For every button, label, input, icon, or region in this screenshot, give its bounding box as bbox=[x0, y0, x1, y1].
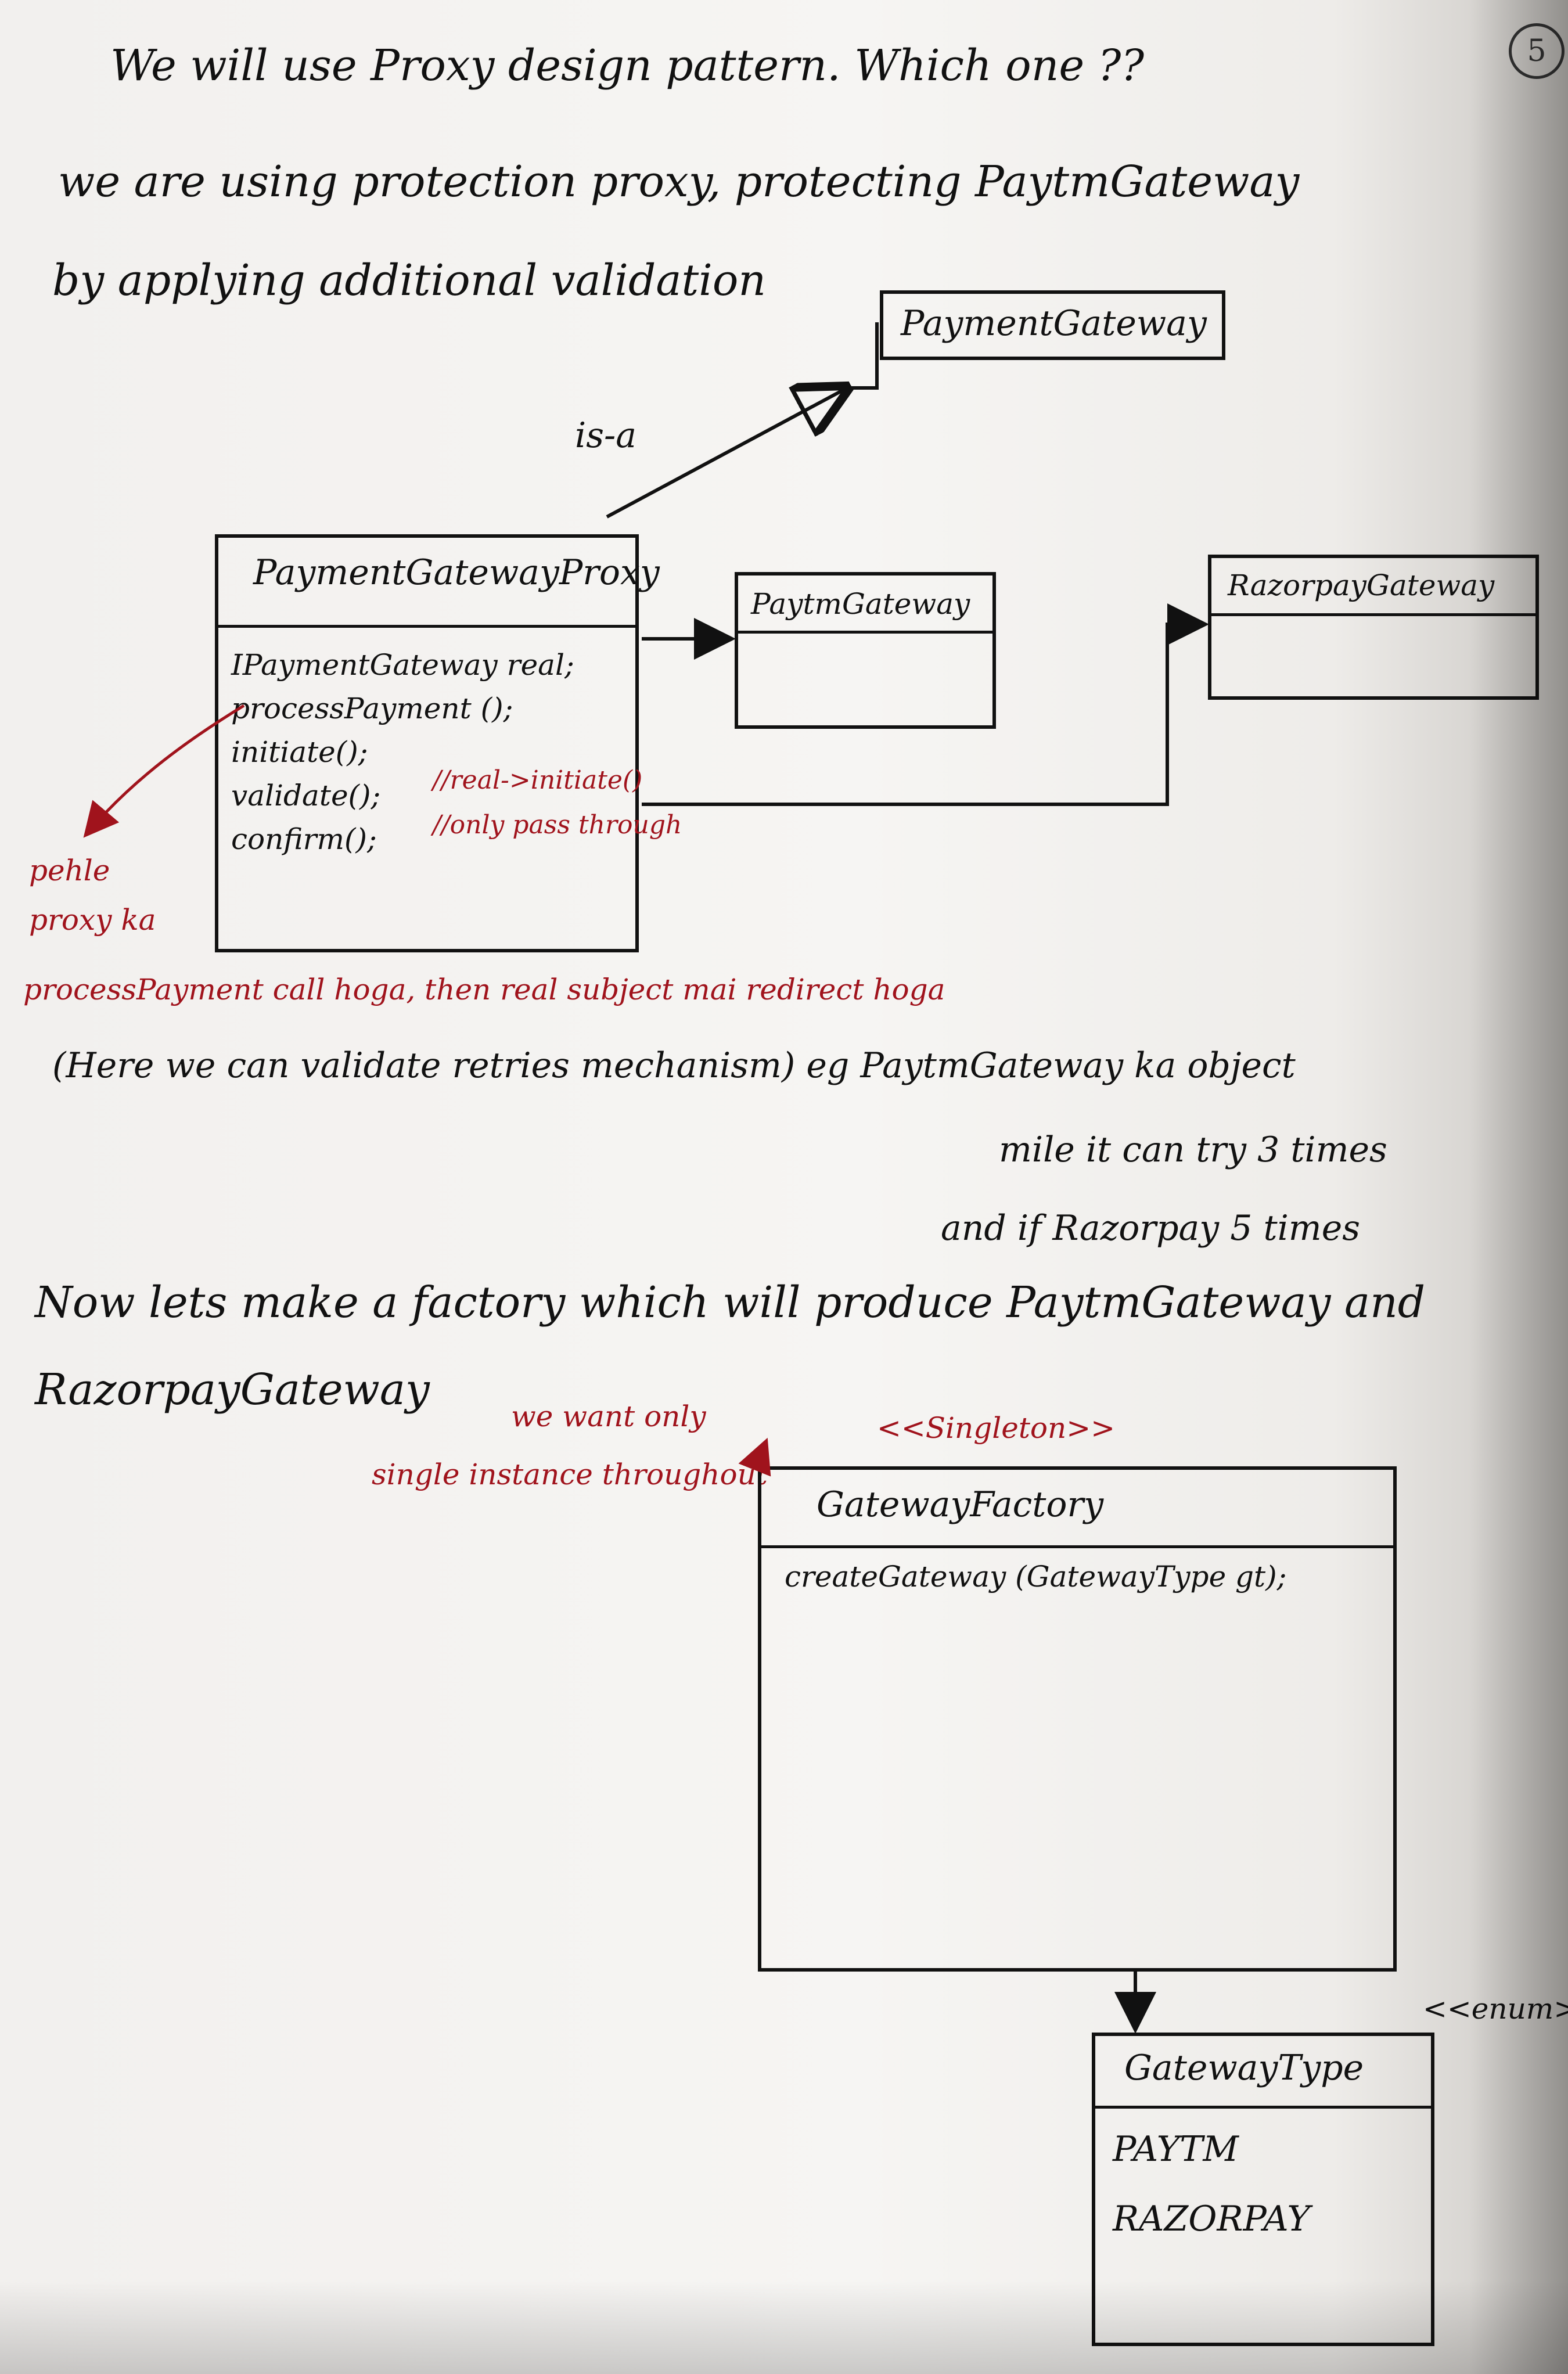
gateway-type-enum-box: GatewayType PAYTM RAZORPAY bbox=[1092, 2033, 1434, 2346]
proxy-field-confirm: confirm(); bbox=[231, 822, 377, 856]
enum-value-paytm: PAYTM bbox=[1113, 2129, 1239, 2170]
razorpay-gateway-box: RazorpayGateway bbox=[1208, 555, 1539, 700]
note-validate: //only pass through bbox=[433, 810, 682, 840]
retry-line-3: and if Razorpay 5 times bbox=[941, 1208, 1360, 1249]
red-margin-note-1: pehle bbox=[29, 854, 110, 887]
red-note-sentence: processPayment call hoga, then real subj… bbox=[23, 973, 945, 1006]
note-initiate: //real->initiate() bbox=[433, 765, 643, 795]
enum-value-razorpay: RAZORPAY bbox=[1113, 2199, 1310, 2239]
page-number: 5 bbox=[1509, 23, 1565, 79]
intro-line-3: by applying additional validation bbox=[52, 256, 767, 305]
interface-connector bbox=[851, 322, 879, 390]
paytm-gateway-title: PaytmGateway bbox=[751, 587, 970, 621]
proxy-to-razorpay-connector bbox=[642, 603, 1209, 806]
proxy-field-initiate: initiate(); bbox=[231, 735, 368, 769]
factory-intro-line-1: Now lets make a factory which will produ… bbox=[35, 1278, 1426, 1328]
payment-gateway-proxy-box: PaymentGatewayProxy IPaymentGateway real… bbox=[215, 534, 660, 952]
retry-line-2: mile it can try 3 times bbox=[999, 1130, 1387, 1170]
payment-gateway-title: PaymentGateway bbox=[901, 303, 1207, 344]
singleton-note-line-2: single instance throughout bbox=[372, 1458, 768, 1491]
paytm-gateway-box: PaytmGateway bbox=[735, 572, 996, 729]
gateway-factory-method: createGateway (GatewayType gt); bbox=[785, 1560, 1287, 1594]
singleton-note-line-1: we want only bbox=[511, 1400, 706, 1433]
razorpay-gateway-title: RazorpayGateway bbox=[1228, 569, 1495, 602]
proxy-title: PaymentGatewayProxy bbox=[253, 552, 660, 593]
intro-line-2: we are using protection proxy, protectin… bbox=[58, 157, 1300, 207]
is-a-label: is-a bbox=[575, 415, 637, 456]
proxy-field-process-payment: processPayment (); bbox=[231, 692, 513, 725]
red-margin-note-2: proxy ka bbox=[29, 903, 156, 937]
factory-intro-line-2: RazorpayGateway bbox=[35, 1365, 430, 1415]
page-edge-shadow bbox=[1469, 0, 1568, 2374]
enum-stereotype: <<enum>> bbox=[1423, 1992, 1568, 2026]
gateway-type-title: GatewayType bbox=[1124, 2048, 1364, 2088]
proxy-field-real: IPaymentGateway real; bbox=[231, 648, 574, 682]
gateway-factory-title: GatewayFactory bbox=[817, 1484, 1104, 1525]
red-pointer-arrow bbox=[83, 704, 245, 838]
is-a-arrow bbox=[606, 389, 845, 519]
retry-line-1: (Here we can validate retries mechanism)… bbox=[52, 1045, 1296, 1086]
singleton-stereotype: <<Singleton>> bbox=[877, 1411, 1116, 1445]
page-bottom-shadow bbox=[0, 2281, 1568, 2374]
gateway-factory-box: GatewayFactory createGateway (GatewayTyp… bbox=[758, 1466, 1397, 1972]
payment-gateway-interface-box: PaymentGateway bbox=[880, 290, 1225, 360]
intro-line-1: We will use Proxy design pattern. Which … bbox=[110, 41, 1145, 91]
proxy-field-validate: validate(); bbox=[231, 779, 381, 812]
red-singleton-arrow bbox=[738, 1437, 771, 1477]
